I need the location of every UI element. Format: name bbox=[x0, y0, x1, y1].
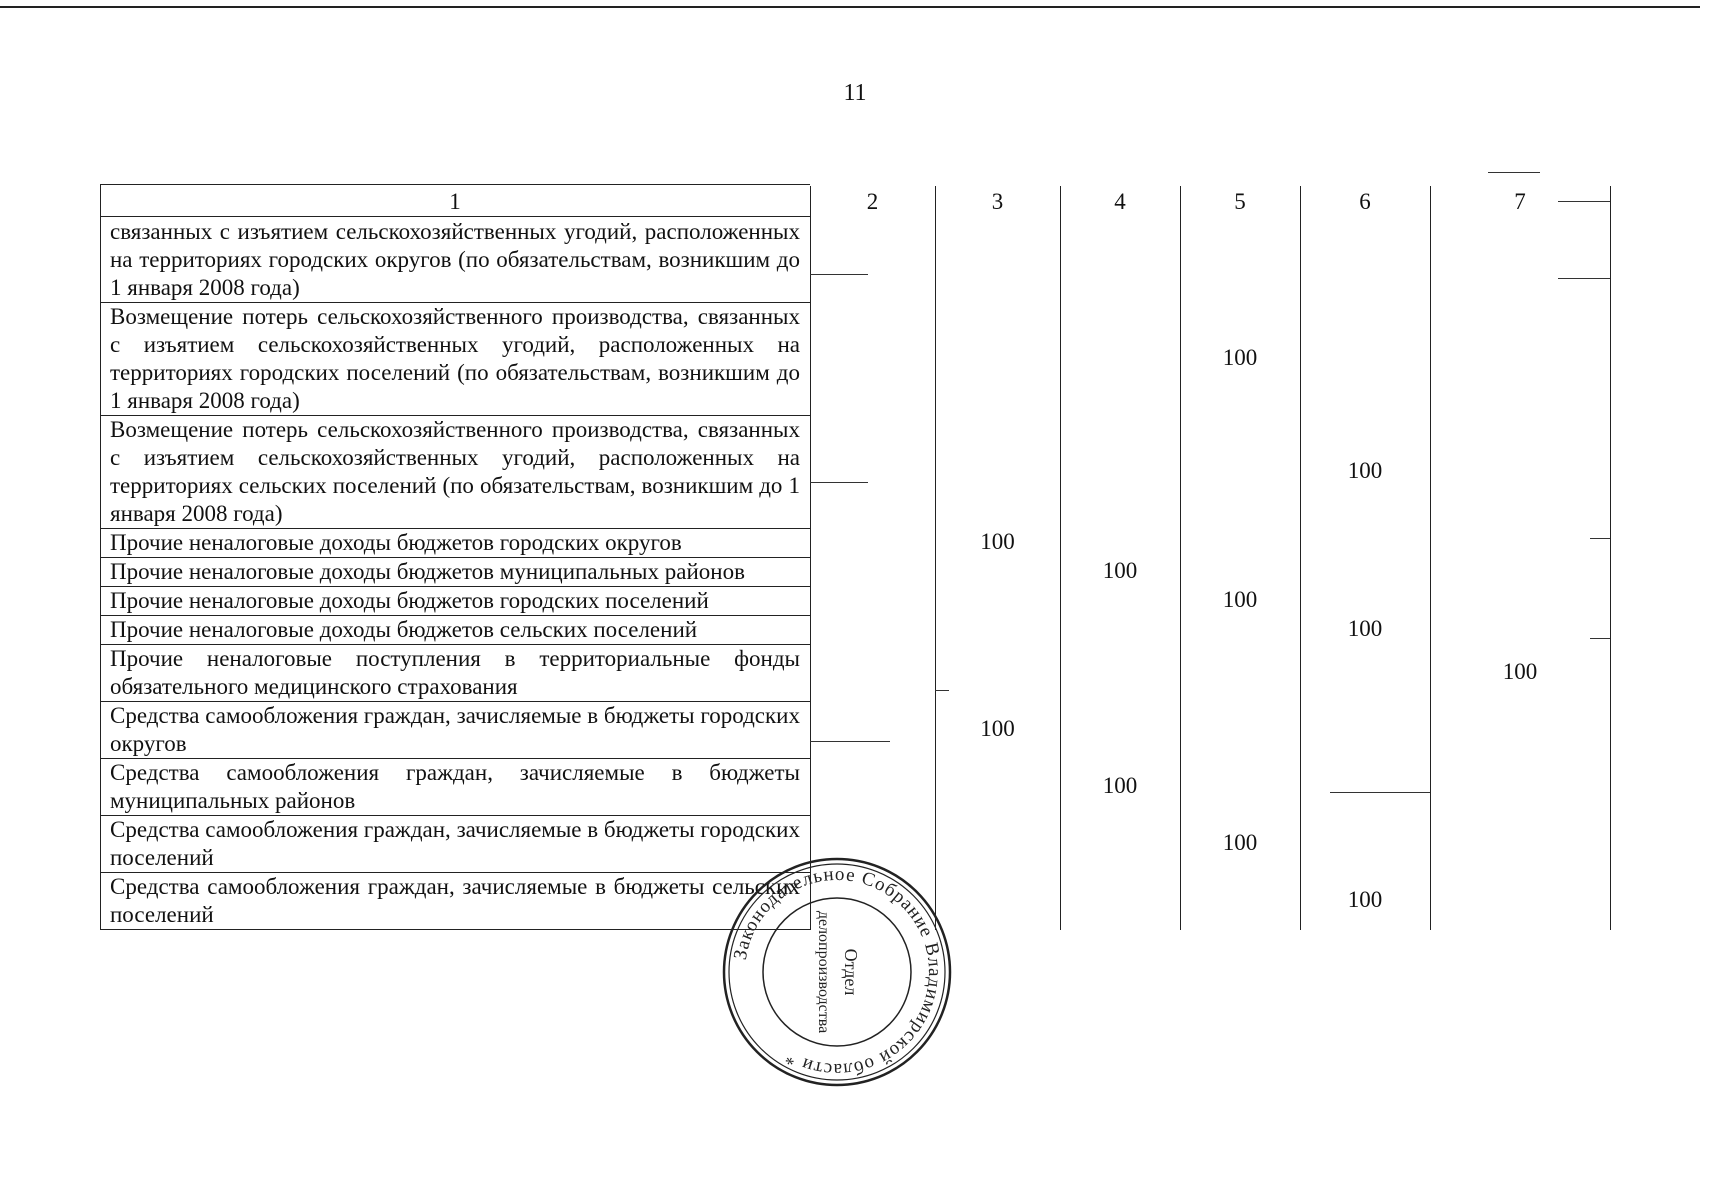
scan-stray-stroke bbox=[810, 274, 868, 275]
row-underline bbox=[100, 528, 810, 529]
header-cell-3: 3 bbox=[991, 189, 1004, 214]
table-row-text: связанных с изъятием сельскохозяйственны… bbox=[110, 219, 800, 300]
column-divider-6 bbox=[1430, 186, 1431, 930]
budget-allocation-table: 1 2 3 4 5 6 7 связанных с изъятием сельскохозяй… bbox=[100, 172, 1611, 930]
table-value-col-6: 100 bbox=[1347, 458, 1383, 483]
table-row-text: Возмещение потерь сельскохозяйственного … bbox=[110, 417, 800, 526]
row-underline bbox=[100, 615, 810, 616]
table-row-text: Возмещение потерь сельскохозяйственного … bbox=[110, 304, 800, 413]
table-value-col-5: 100 bbox=[1222, 345, 1258, 370]
column-divider-4 bbox=[1180, 186, 1181, 930]
page-number: 11 bbox=[843, 80, 867, 106]
header-cell-5: 5 bbox=[1234, 189, 1246, 214]
official-round-stamp: Законодательное Собрание Владимирской об… bbox=[722, 857, 952, 1087]
table-value-col-7: 100 bbox=[1502, 659, 1538, 684]
table-top-rule bbox=[100, 184, 810, 185]
header-cell-1: 1 bbox=[449, 189, 461, 214]
table-value-col-5: 100 bbox=[1222, 587, 1258, 612]
table-row-text: Прочие неналоговые поступления в террито… bbox=[110, 646, 800, 699]
header-underline bbox=[100, 216, 810, 217]
row-underline bbox=[100, 758, 810, 759]
scan-stray-stroke bbox=[810, 482, 868, 483]
table-row-text: Средства самообложения граждан, зачисляе… bbox=[110, 874, 800, 927]
scan-stray-stroke bbox=[935, 690, 949, 691]
stamp-outer-text: Законодательное Собрание Владимирской об… bbox=[730, 864, 944, 1080]
table-value-col-4: 100 bbox=[1102, 773, 1138, 798]
table-value-col-3: 100 bbox=[980, 529, 1015, 554]
scan-stray-stroke bbox=[810, 741, 890, 742]
row-underline bbox=[100, 415, 810, 416]
table-row-text: Прочие неналоговые доходы бюджетов сельс… bbox=[110, 617, 698, 642]
column-divider-7 bbox=[1610, 186, 1611, 930]
scan-stray-stroke bbox=[1558, 278, 1610, 279]
row-underline bbox=[100, 929, 810, 930]
table-value-col-3: 100 bbox=[980, 716, 1015, 741]
table-value-col-5: 100 bbox=[1222, 830, 1258, 855]
table-value-col-4: 100 bbox=[1102, 558, 1138, 583]
table-row-text: Прочие неналоговые доходы бюджетов город… bbox=[110, 588, 709, 613]
scan-stray-stroke bbox=[1558, 201, 1610, 202]
top-border-line bbox=[0, 6, 1700, 8]
row-underline bbox=[100, 872, 810, 873]
column-divider-5 bbox=[1300, 186, 1301, 930]
row-underline bbox=[100, 302, 810, 303]
table-value-col-6: 100 bbox=[1347, 887, 1383, 912]
table-row-text: Средства самообложения граждан, зачисляе… bbox=[110, 817, 800, 870]
stamp-inner-line2: делопроизводства bbox=[815, 911, 832, 1033]
scan-stray-stroke bbox=[1330, 792, 1430, 793]
scan-stray-stroke bbox=[1590, 538, 1610, 539]
row-underline bbox=[100, 701, 810, 702]
header-cell-4: 4 bbox=[1114, 189, 1126, 214]
table-row-text: Прочие неналоговые доходы бюджетов город… bbox=[110, 530, 682, 555]
table-row-text: Средства самообложения граждан, зачисляе… bbox=[110, 703, 800, 756]
table-left-border bbox=[100, 184, 101, 930]
column-divider-1 bbox=[810, 186, 811, 930]
row-underline bbox=[100, 586, 810, 587]
row-underline bbox=[100, 815, 810, 816]
row-underline bbox=[100, 644, 810, 645]
header-cell-6: 6 bbox=[1359, 189, 1371, 214]
header-cell-7: 7 bbox=[1514, 189, 1526, 214]
header-cell-2: 2 bbox=[866, 189, 879, 214]
scan-stray-stroke bbox=[1488, 172, 1540, 173]
svg-text:Законодательное Собрание Влади: Законодательное Собрание Владимирской об… bbox=[730, 864, 945, 1080]
column-divider-3 bbox=[1060, 186, 1061, 930]
stamp-inner-line1: Отдел bbox=[841, 949, 861, 996]
scan-stray-stroke bbox=[1590, 638, 1610, 639]
table-row-text: Прочие неналоговые доходы бюджетов муниц… bbox=[110, 559, 745, 584]
table-row-text: Средства самообложения граждан, зачисляе… bbox=[110, 760, 800, 813]
table-value-col-6: 100 bbox=[1347, 616, 1383, 641]
row-underline bbox=[100, 557, 810, 558]
column-divider-2 bbox=[935, 186, 936, 930]
